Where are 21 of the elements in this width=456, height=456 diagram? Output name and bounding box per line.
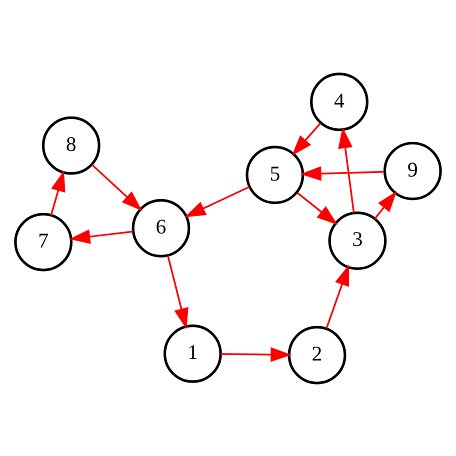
arrow [220,346,292,362]
arrow [292,122,321,156]
arrow [184,185,250,217]
arrow [167,254,188,329]
node-circle: 4 [310,72,368,131]
node-circle: 8 [42,116,100,174]
arrow [296,192,338,224]
node-circle: 3 [328,211,387,270]
node-circle: 7 [14,212,73,271]
arrow [300,166,384,180]
arrow [374,190,397,219]
arrow [69,228,134,244]
node-circle: 9 [383,141,442,200]
node-circle: 2 [288,325,346,384]
arrow [91,164,142,210]
node-circle: 6 [132,198,190,257]
node-circle: 5 [246,145,304,204]
arrow [50,170,66,215]
arrow [338,126,355,212]
arrow [326,264,350,328]
node-circle: 1 [164,324,222,382]
